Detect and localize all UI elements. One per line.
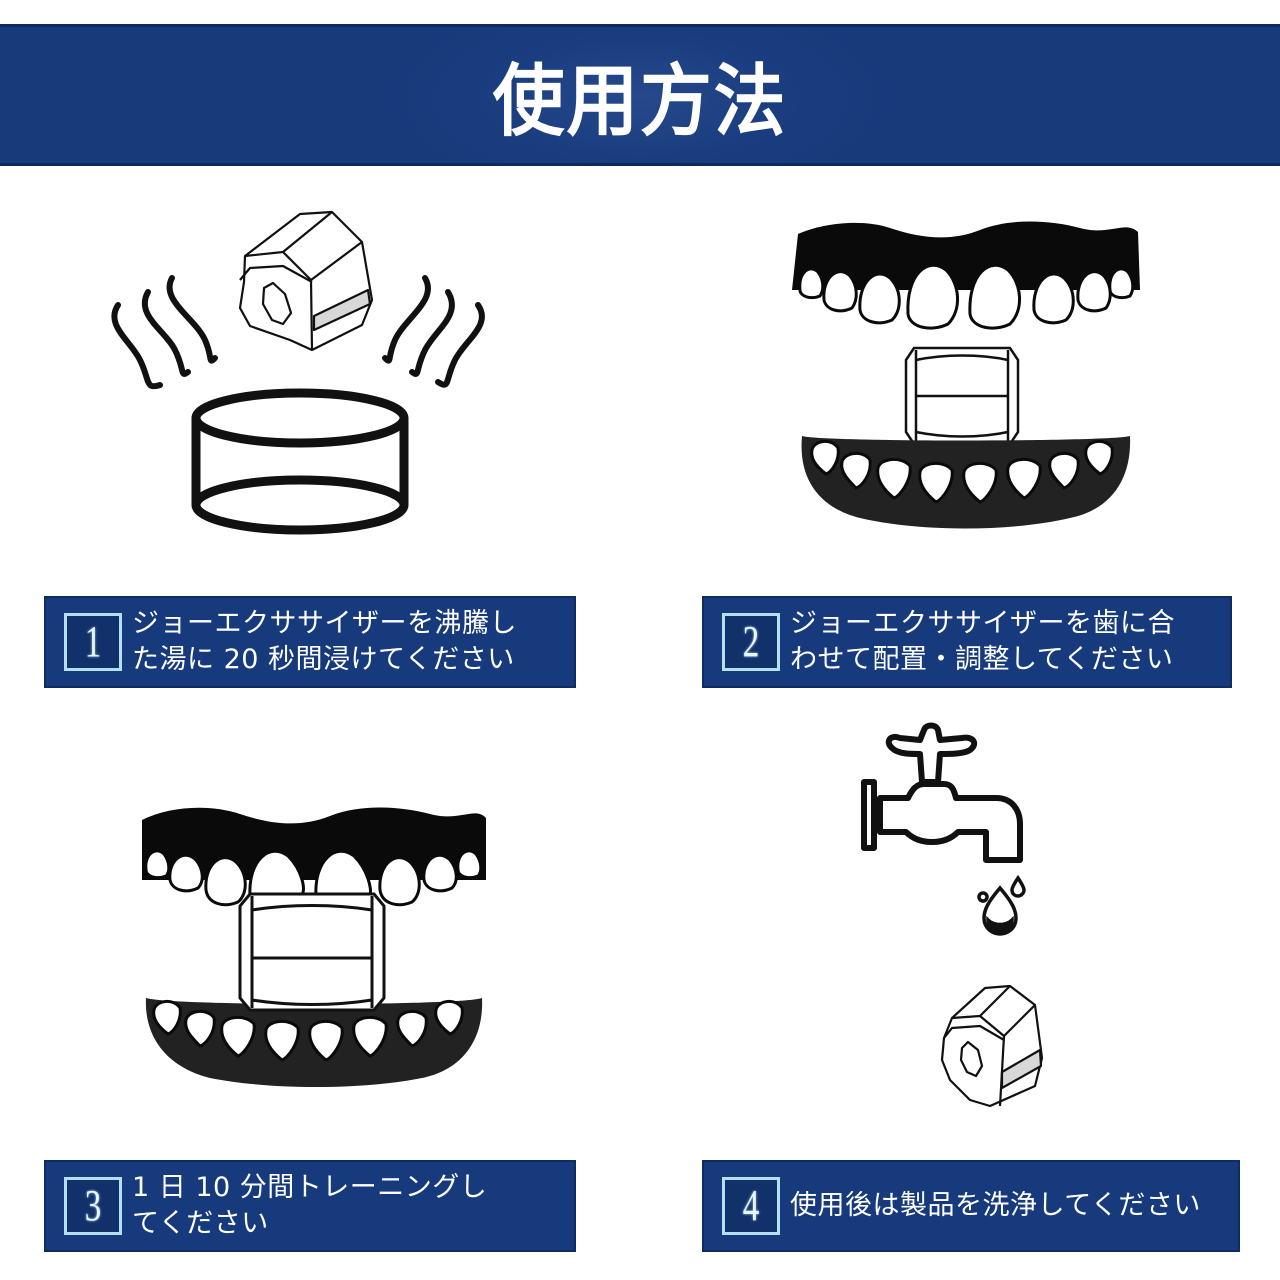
step-1-label: 1 ジョーエクササイザーを沸騰し た湯に 20 秒間浸けてください bbox=[44, 596, 576, 688]
step-line: 使用後は製品を洗浄してください bbox=[790, 1190, 1201, 1221]
jaw-exerciser-icon bbox=[238, 892, 386, 1012]
step-line: ジョーエクササイザーを沸騰し bbox=[132, 608, 517, 639]
step-3-illustration bbox=[130, 770, 500, 1090]
step-number-badge: 1 bbox=[64, 613, 122, 671]
jaw-exerciser-icon bbox=[904, 346, 1020, 446]
jaw-exerciser-icon bbox=[238, 210, 374, 352]
step-number-badge: 4 bbox=[722, 1177, 780, 1235]
step-number-badge: 3 bbox=[64, 1177, 122, 1235]
step-2-label: 2 ジョーエクササイザーを歯に合 わせて配置・調整してください bbox=[702, 596, 1232, 688]
step-number-badge: 2 bbox=[722, 613, 780, 671]
cup-icon bbox=[191, 388, 409, 535]
lower-teeth-icon bbox=[801, 436, 1131, 529]
step-line: てください bbox=[132, 1208, 269, 1239]
step-instruction: ジョーエクササイザーを歯に合 わせて配置・調整してください bbox=[790, 606, 1220, 678]
step-line: 1 日 10 分間トレーニングし bbox=[132, 1172, 488, 1203]
step-4-label: 4 使用後は製品を洗浄してください bbox=[702, 1160, 1240, 1252]
step-4-illustration bbox=[840, 720, 1100, 1120]
water-drop-icon bbox=[977, 874, 1026, 936]
header-band: 使用方法 bbox=[0, 24, 1280, 166]
step-instruction: 使用後は製品を洗浄してください bbox=[790, 1186, 1228, 1226]
faucet-icon bbox=[861, 722, 1023, 863]
step-number: 4 bbox=[742, 1181, 760, 1230]
step-number: 2 bbox=[742, 617, 760, 666]
step-number: 1 bbox=[84, 617, 102, 666]
steam-icon bbox=[111, 275, 485, 390]
step-instruction: ジョーエクササイザーを沸騰し た湯に 20 秒間浸けてください bbox=[132, 606, 564, 678]
step-number: 3 bbox=[84, 1181, 102, 1230]
step-instruction: 1 日 10 分間トレーニングし てください bbox=[132, 1170, 564, 1242]
jaw-exerciser-icon bbox=[940, 984, 1044, 1108]
upper-teeth-icon bbox=[142, 807, 486, 907]
step-2-illustration bbox=[780, 210, 1150, 550]
step-3-label: 3 1 日 10 分間トレーニングし てください bbox=[44, 1160, 576, 1252]
step-1-illustration bbox=[100, 200, 500, 560]
upper-teeth-icon bbox=[792, 221, 1140, 330]
lower-teeth-icon bbox=[145, 998, 483, 1087]
step-line: ジョーエクササイザーを歯に合 bbox=[790, 608, 1175, 639]
step-line: た湯に 20 秒間浸けてください bbox=[132, 644, 515, 675]
page-title: 使用方法 bbox=[492, 57, 788, 147]
step-line: わせて配置・調整してください bbox=[790, 644, 1174, 675]
